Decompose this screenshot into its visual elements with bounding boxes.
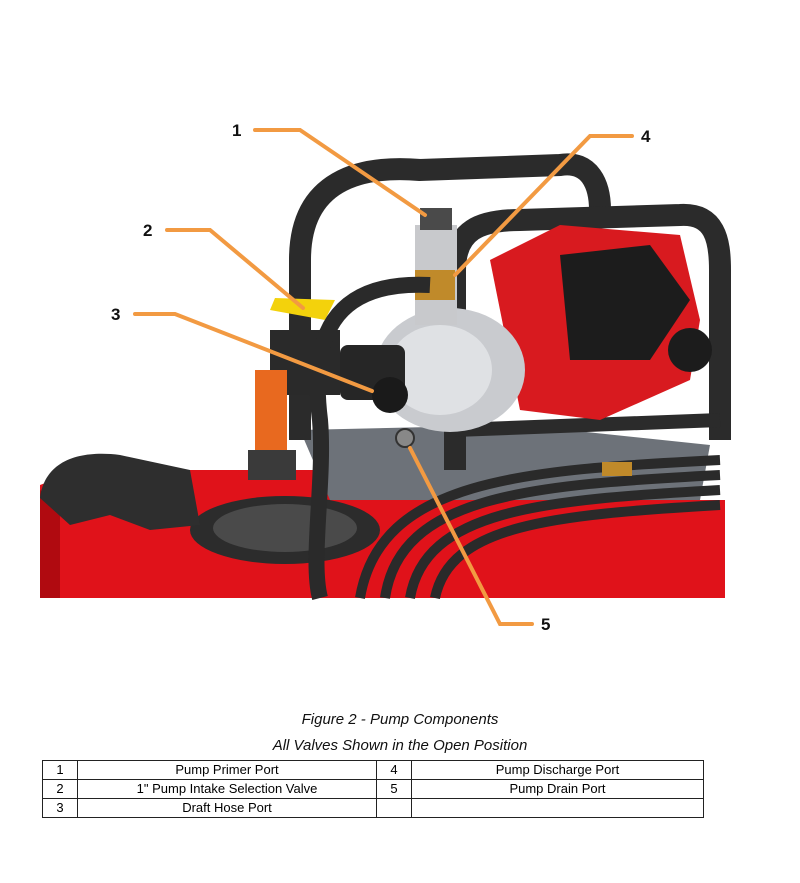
legend-description: Pump Discharge Port — [411, 760, 704, 780]
legend-number: 2 — [42, 779, 78, 799]
pump-figure: 1 2 3 4 5 — [40, 121, 731, 634]
callout-3: 3 — [111, 305, 121, 324]
legend-description: Pump Drain Port — [411, 779, 704, 799]
drain-port — [395, 428, 415, 448]
leader-line-5 — [408, 446, 534, 626]
coiled-hose-4 — [430, 500, 721, 600]
hose-coupling — [602, 462, 632, 476]
legend-description: Draft Hose Port — [77, 798, 377, 818]
coiled-hose-1 — [355, 455, 721, 599]
legend-number: 4 — [376, 760, 412, 780]
leader-line-4 — [453, 134, 634, 277]
callout-4: 4 — [641, 127, 651, 146]
components-legend-table: 1 Pump Primer Port 4 Pump Discharge Port… — [42, 760, 704, 818]
roll-cage-crossbar — [454, 413, 721, 437]
legend-number: 3 — [42, 798, 78, 818]
pump-face — [388, 325, 492, 415]
discharge-hose — [308, 276, 431, 601]
coiled-hose-2 — [380, 470, 721, 599]
table-row: 3 Draft Hose Port — [42, 798, 704, 818]
table-row: 1 Pump Primer Port 4 Pump Discharge Port — [42, 760, 704, 780]
leader-line-3 — [133, 312, 374, 393]
leader-line-1 — [253, 128, 427, 217]
roll-cage-rear — [289, 153, 611, 440]
leader-line-2 — [165, 228, 305, 310]
engine-cover — [560, 245, 690, 360]
figure-caption-title: Figure 2 - Pump Components — [301, 711, 499, 728]
callout-1: 1 — [232, 121, 242, 140]
left-handle — [40, 453, 200, 530]
legend-number: 1 — [42, 760, 78, 780]
legend-description: Pump Primer Port — [77, 760, 377, 780]
roll-cage-front — [444, 203, 731, 470]
orange-intake-pipe — [255, 370, 287, 450]
tank-opening — [213, 504, 357, 552]
legend-description: 1" Pump Intake Selection Valve — [77, 779, 377, 799]
primer-port-cap — [420, 208, 452, 230]
tank-shadow — [40, 490, 60, 598]
callout-5: 5 — [541, 615, 551, 634]
coiled-hose-3 — [405, 485, 721, 599]
draft-port-cap — [372, 377, 408, 413]
legend-description — [411, 798, 704, 818]
fuel-cap — [668, 328, 712, 372]
pump-illustration — [40, 128, 731, 626]
figure-caption-subtitle: All Valves Shown in the Open Position — [272, 737, 528, 754]
legend-number: 5 — [376, 779, 412, 799]
table-row: 2 1" Pump Intake Selection Valve 5 Pump … — [42, 779, 704, 799]
callout-2: 2 — [143, 221, 153, 240]
leader-lines — [133, 128, 634, 626]
intake-pipe-flange — [248, 450, 296, 480]
legend-number — [376, 798, 412, 818]
